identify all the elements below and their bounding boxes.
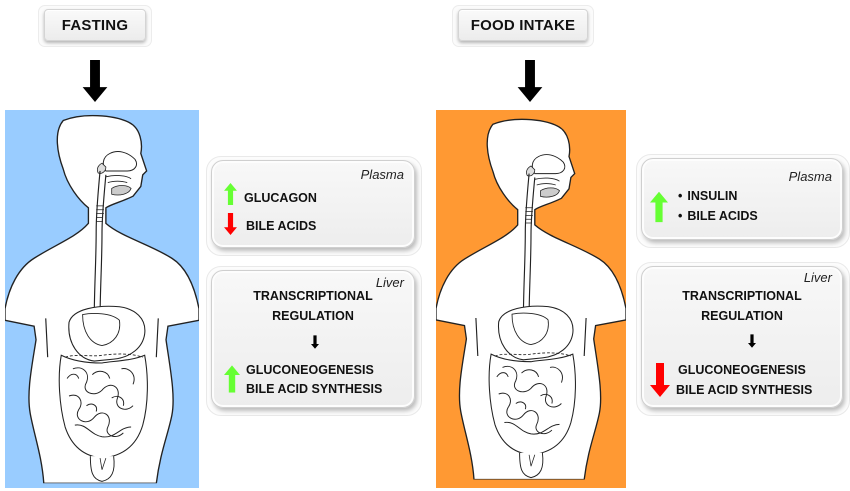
food-liver-card: Liver TRANSCRIPTIONAL REGULATION GLUCONE… — [641, 266, 843, 408]
fasting-body-panel — [5, 110, 199, 488]
flow-down-arrow-icon — [311, 331, 319, 353]
food-intake-body-panel — [436, 110, 626, 488]
gluconeogenesis-text: GLUCONEOGENESIS — [678, 363, 806, 377]
bile-acid-synthesis-text: BILE ACID SYNTHESIS — [676, 383, 813, 397]
regulation-text: REGULATION — [272, 309, 354, 323]
fasting-liver-card: Liver TRANSCRIPTIONAL REGULATION GLUCONE… — [211, 270, 415, 408]
bile-acids-text: BILE ACIDS — [246, 219, 317, 233]
fasting-title: FASTING — [44, 9, 146, 41]
fasting-flow-down-arrow-icon — [82, 60, 108, 102]
food-plasma-card: Plasma INSULIN BILE ACIDS — [641, 158, 843, 240]
plasma-label: Plasma — [788, 169, 832, 184]
liver-label: Liver — [375, 275, 404, 290]
food-intake-title: FOOD INTAKE — [458, 9, 588, 41]
gluconeogenesis-text: GLUCONEOGENESIS — [246, 363, 374, 377]
decrease-down-arrow-icon — [650, 359, 670, 401]
increase-up-arrow-icon — [224, 363, 240, 395]
food-intake-flow-down-arrow-icon — [517, 60, 543, 102]
fasting-plasma-card: Plasma GLUCAGON BILE ACIDS — [211, 160, 415, 248]
decrease-down-arrow-icon — [224, 213, 237, 235]
increase-up-arrow-icon — [650, 187, 668, 227]
bile-acid-synthesis-text: BILE ACID SYNTHESIS — [246, 382, 383, 396]
bile-acids-text: BILE ACIDS — [678, 209, 757, 223]
insulin-text: INSULIN — [678, 189, 737, 203]
transcriptional-text: TRANSCRIPTIONAL — [253, 289, 373, 303]
human-digestive-system-icon — [5, 110, 199, 488]
liver-label: Liver — [803, 270, 832, 285]
transcriptional-text: TRANSCRIPTIONAL — [682, 289, 802, 303]
plasma-label: Plasma — [360, 167, 404, 182]
flow-down-arrow-icon — [748, 329, 756, 353]
glucagon-text: GLUCAGON — [244, 191, 317, 205]
human-digestive-system-icon — [436, 110, 626, 488]
regulation-text: REGULATION — [701, 309, 783, 323]
increase-up-arrow-icon — [224, 183, 237, 205]
